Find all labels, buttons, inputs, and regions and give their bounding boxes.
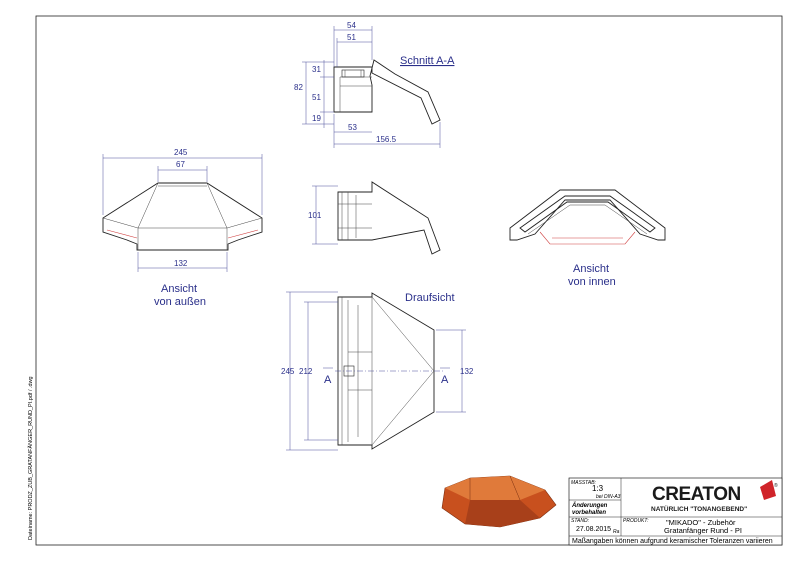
aenderungen-line-1: Änderungen xyxy=(571,502,608,509)
dim-section-51-side: 51 xyxy=(312,93,321,102)
dim-section-82: 82 xyxy=(294,83,303,92)
sidebar-filename: Dateiname: PRODZ_ZUB_GRATANFÄNGER_RUND_P… xyxy=(27,376,34,540)
dim-section-156-5: 156.5 xyxy=(376,135,397,144)
section-title: Schnitt A-A xyxy=(400,55,455,67)
dim-top-212: 212 xyxy=(299,367,313,376)
massstab-label: MASSTAB: xyxy=(571,480,597,486)
brand-logo-text: CREATON xyxy=(652,484,741,505)
inside-view-label-2: von innen xyxy=(568,276,616,288)
side-view: 101 xyxy=(308,181,441,255)
brand-slogan: NATÜRLICH "TONANGEBEND" xyxy=(651,504,747,513)
inside-view: Ansicht von innen xyxy=(509,189,666,288)
dim-outside-132: 132 xyxy=(174,259,188,268)
outside-view-label-1: Ansicht xyxy=(161,283,197,295)
brand-logo-mark xyxy=(760,480,776,500)
outside-view-label-2: von außen xyxy=(154,296,206,308)
sheet-border xyxy=(35,15,783,546)
product-render-image xyxy=(441,475,557,528)
aenderungen-line-2: vorbehalten xyxy=(572,510,606,516)
massstab-note: bei DIN-A3 xyxy=(596,494,621,500)
disclaimer-text: Maßangaben können aufgrund keramischer T… xyxy=(572,538,773,545)
dim-section-51-top: 51 xyxy=(347,33,356,42)
stand-value: 27.08.2015 xyxy=(576,526,611,533)
dim-side-101: 101 xyxy=(308,211,322,220)
massstab-value: 1:3 xyxy=(592,484,604,493)
dim-outside-245: 245 xyxy=(174,148,188,157)
title-block: MASSTAB: 1:3 bei DIN-A3 Änderungen vorbe… xyxy=(568,477,783,546)
product-line-1: "MIKADO" - Zubehör xyxy=(666,518,736,527)
inside-view-label-1: Ansicht xyxy=(573,263,609,275)
registered-mark: ® xyxy=(774,482,778,489)
product-line-2: Gratanfänger Rund - PI xyxy=(664,526,742,535)
top-view: 245 212 132 A A Draufsicht xyxy=(281,291,474,451)
dim-section-53: 53 xyxy=(348,123,357,132)
outside-view: 245 67 132 Ansicht von außen xyxy=(102,148,263,308)
dim-section-19: 19 xyxy=(312,114,321,123)
stand-label: STAND: xyxy=(571,518,590,524)
section-view: 54 51 31 82 51 19 53 156.5 Schnitt A-A xyxy=(294,21,455,148)
produkt-label: PRODUKT: xyxy=(623,518,649,524)
section-mark-left: A xyxy=(324,374,332,386)
dim-section-31: 31 xyxy=(312,65,321,74)
top-view-title: Draufsicht xyxy=(405,292,455,304)
dim-top-132: 132 xyxy=(460,367,474,376)
section-mark-right: A xyxy=(441,374,449,386)
dim-section-54: 54 xyxy=(347,21,356,30)
dim-outside-67: 67 xyxy=(176,160,185,169)
dim-top-245: 245 xyxy=(281,367,295,376)
stand-note: Ra xyxy=(613,529,620,535)
